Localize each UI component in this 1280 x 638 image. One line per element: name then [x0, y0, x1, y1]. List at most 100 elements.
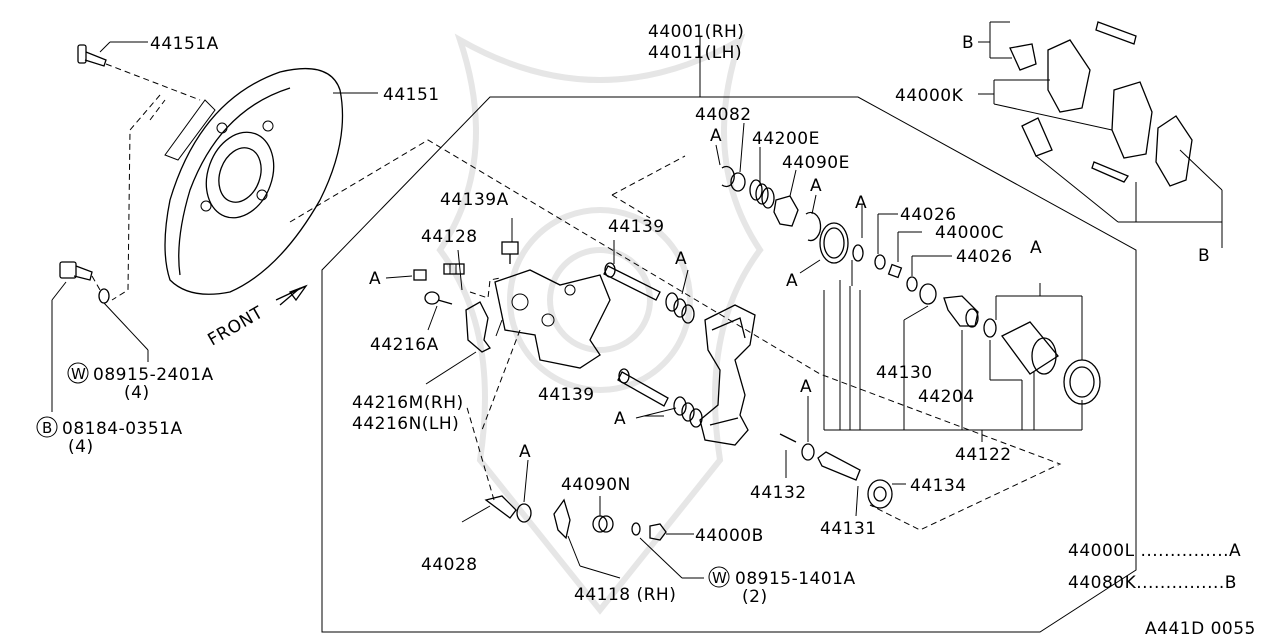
- label-front: FRONT: [205, 303, 268, 351]
- label-44151: 44151: [383, 85, 440, 105]
- svg-text:A: A: [786, 271, 798, 291]
- cap-44128[interactable]: [413, 269, 427, 281]
- washer-08915-1401A[interactable]: [631, 522, 641, 536]
- bolt-44216A[interactable]: [424, 291, 453, 305]
- label-44132: 44132: [750, 483, 807, 503]
- svg-text:08915-2401A: 08915-2401A: [93, 365, 214, 385]
- label-44151A: 44151A: [150, 34, 219, 54]
- snap-ring-a1[interactable]: [805, 211, 822, 242]
- label-44000K: 44000K: [895, 86, 964, 106]
- bleeder-44128[interactable]: [443, 263, 465, 275]
- guide-pin-44139-bottom[interactable]: [617, 368, 669, 407]
- label-44130: 44130: [876, 363, 933, 383]
- svg-text:A: A: [675, 249, 687, 269]
- nut-44090E[interactable]: [773, 195, 799, 227]
- label-44216M: 44216M(RH): [352, 393, 464, 413]
- legend-44080K: 44080K...............B: [1068, 573, 1237, 593]
- label-44139A: 44139A: [440, 190, 509, 210]
- label-44001: 44001(RH): [648, 22, 744, 42]
- label-44090N: 44090N: [561, 475, 631, 495]
- caliper-bracket[interactable]: [494, 269, 611, 369]
- washer-symbol-icon: W: [71, 365, 86, 383]
- svg-text:A: A: [369, 269, 381, 289]
- label-44216A: 44216A: [370, 335, 439, 355]
- shim-right[interactable]: [1155, 115, 1193, 187]
- plate-44000C[interactable]: [887, 263, 903, 279]
- label-44118: 44118 (RH): [574, 585, 676, 605]
- label-b-top: B: [962, 33, 974, 53]
- svg-text:A: A: [710, 126, 722, 146]
- legend-44000L: 44000L ...............A: [1068, 541, 1241, 561]
- svg-text:08915-1401A: 08915-1401A: [735, 569, 856, 589]
- callout-washer-08915-1401A: W 08915-1401A (2): [708, 566, 856, 607]
- leader-lines: [385, 21, 1223, 579]
- ring-44082[interactable]: [730, 172, 746, 192]
- clip-lower[interactable]: [1091, 161, 1129, 183]
- bolt-08184-0351A[interactable]: [59, 261, 93, 281]
- callout-washer-08915-2401A: W 08915-2401A (4): [67, 362, 214, 403]
- front-direction-arrow: [275, 284, 308, 306]
- spring-44200E[interactable]: [749, 179, 775, 209]
- label-44026-b: 44026: [956, 247, 1013, 267]
- spindle-44204[interactable]: [943, 295, 979, 328]
- ring-piston[interactable]: [983, 318, 997, 338]
- label-44139-top: 44139: [608, 217, 665, 237]
- svg-text:(4): (4): [124, 383, 150, 403]
- brake-pad-shim-b[interactable]: [1095, 21, 1137, 45]
- guide-pin-boot-top[interactable]: [665, 292, 695, 324]
- bleeder-44028[interactable]: [484, 495, 532, 523]
- callout-bolt-08184-0351A: B 08184-0351A (4): [36, 416, 183, 457]
- brake-pad-outer[interactable]: [1111, 81, 1153, 159]
- svg-text:A: A: [800, 377, 812, 397]
- caliper-assembly-outline: [321, 96, 1137, 633]
- label-44000B: 44000B: [695, 526, 764, 546]
- caliper-body[interactable]: [699, 304, 756, 446]
- label-44139-bottom: 44139: [538, 385, 595, 405]
- spring-44090N[interactable]: [592, 515, 614, 533]
- label-44122: 44122: [955, 445, 1012, 465]
- bolt-44151A[interactable]: [77, 44, 107, 67]
- label-44128: 44128: [421, 227, 478, 247]
- backing-plate-44151[interactable]: [164, 68, 344, 295]
- seal-large[interactable]: [819, 222, 849, 264]
- svg-text:A: A: [519, 442, 531, 462]
- label-44216N: 44216N(LH): [352, 414, 459, 434]
- brake-pad-inner[interactable]: [1047, 39, 1091, 113]
- label-44200E: 44200E: [752, 129, 820, 149]
- svg-text:(2): (2): [742, 587, 768, 607]
- washer-symbol-icon-2: W: [712, 569, 727, 587]
- washer-44130[interactable]: [919, 283, 937, 305]
- svg-text:(4): (4): [68, 437, 94, 457]
- watermark-emblem: [436, 33, 764, 615]
- svg-text:A: A: [614, 409, 626, 429]
- svg-text:A: A: [810, 176, 822, 196]
- svg-text:A: A: [1030, 238, 1042, 258]
- washer-08915-2401A[interactable]: [98, 288, 110, 304]
- label-b-bottom: B: [1198, 246, 1210, 266]
- clip-left[interactable]: [1021, 117, 1053, 157]
- clip-44082[interactable]: [721, 165, 735, 188]
- piston[interactable]: [1001, 321, 1059, 375]
- diagram-code: A441D 0055: [1145, 619, 1256, 638]
- bolt-44131[interactable]: [817, 451, 861, 481]
- bracket-44216M[interactable]: [465, 301, 491, 353]
- bracket-44118[interactable]: [553, 498, 571, 540]
- bolt-44139A[interactable]: [501, 241, 519, 264]
- ring-a2[interactable]: [852, 244, 864, 262]
- label-44026-a: 44026: [900, 205, 957, 225]
- guide-pin-boot-bottom[interactable]: [673, 396, 703, 428]
- nut-44000B[interactable]: [649, 523, 667, 541]
- ring-44026[interactable]: [874, 254, 886, 270]
- pin-44132[interactable]: [779, 433, 797, 443]
- guide-pin-44139-top[interactable]: [603, 262, 661, 301]
- svg-text:08184-0351A: 08184-0351A: [62, 419, 183, 439]
- cap-44134[interactable]: [867, 479, 893, 509]
- piston-seal[interactable]: [1063, 359, 1101, 405]
- shim-left[interactable]: [1009, 43, 1037, 71]
- ref-markers-a: A A A A A A A A A A: [369, 126, 1042, 462]
- ring-44026-b[interactable]: [906, 276, 918, 292]
- ring-a-lower[interactable]: [801, 443, 815, 461]
- label-44204: 44204: [918, 387, 975, 407]
